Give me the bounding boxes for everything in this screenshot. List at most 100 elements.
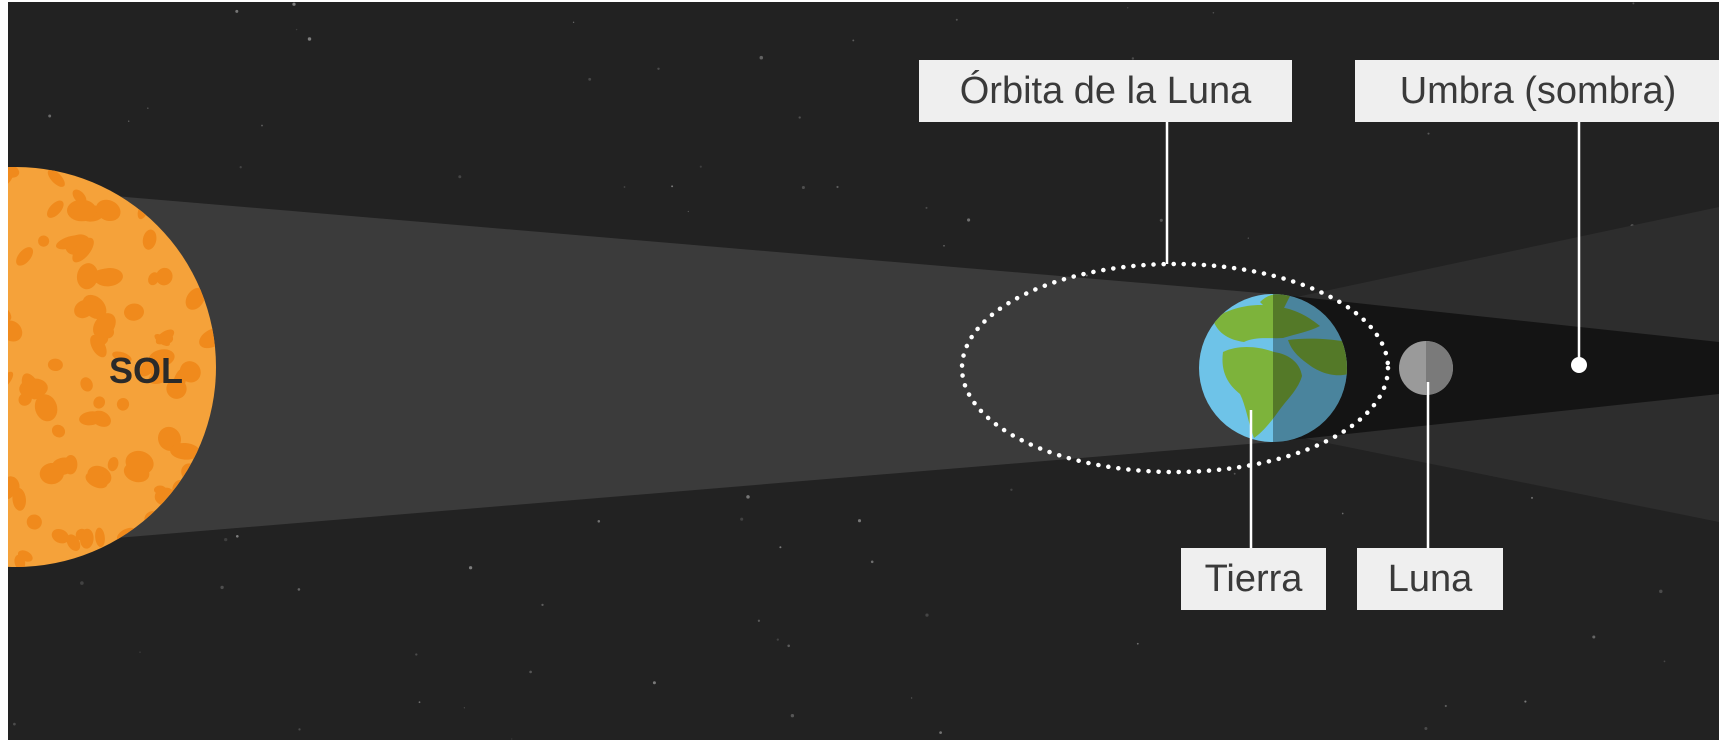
star — [1424, 726, 1428, 731]
sun-spot — [112, 351, 132, 363]
star — [1427, 132, 1430, 135]
sun-spot — [8, 371, 14, 391]
sun-spot — [154, 485, 166, 494]
earth-label: Tierra — [1181, 548, 1326, 610]
star — [925, 613, 929, 617]
star — [458, 175, 462, 179]
star — [910, 697, 913, 699]
star — [779, 546, 782, 549]
star — [1592, 635, 1596, 639]
sun-spot — [99, 324, 115, 339]
star — [699, 165, 702, 168]
star — [1233, 472, 1236, 475]
sun-spot — [79, 411, 103, 426]
sun-spot — [116, 398, 130, 411]
sun-spot — [142, 229, 157, 250]
sun-spot — [72, 237, 94, 263]
sun-spot — [80, 377, 93, 392]
sunlight-cone — [8, 187, 1273, 547]
sun-spot — [170, 442, 200, 460]
star — [1247, 237, 1249, 239]
sun-spot — [156, 267, 173, 286]
sun-spot — [107, 457, 119, 472]
sun-spot — [85, 472, 108, 489]
star — [939, 731, 942, 734]
star — [1524, 700, 1527, 703]
sun-spot — [179, 361, 201, 383]
moon-orbit-label: Órbita de la Luna — [919, 60, 1292, 122]
star — [857, 519, 862, 523]
star — [798, 116, 801, 119]
star — [623, 186, 626, 188]
star — [870, 560, 874, 564]
star — [261, 124, 263, 127]
sun-spot — [199, 327, 216, 349]
sun-spot — [47, 169, 65, 187]
star — [852, 39, 855, 42]
sun-spot — [122, 167, 145, 183]
sun-spot — [93, 396, 106, 409]
sun-spot — [116, 544, 136, 565]
star — [597, 520, 601, 523]
sun-spot — [46, 200, 64, 218]
star — [468, 566, 473, 570]
star — [1127, 7, 1129, 9]
sun-spot — [201, 167, 214, 179]
sun-spot — [26, 514, 42, 530]
sun-spot — [16, 247, 34, 266]
umbra-marker-dot — [1571, 357, 1587, 373]
star — [776, 638, 779, 641]
star — [759, 55, 764, 60]
star — [801, 185, 805, 190]
star — [787, 644, 790, 648]
star — [1444, 704, 1447, 708]
star — [955, 18, 958, 21]
sun-spot — [8, 320, 23, 342]
star — [239, 166, 242, 169]
star — [740, 517, 744, 521]
sun-spot — [74, 300, 94, 319]
star — [657, 67, 660, 71]
star — [127, 120, 130, 122]
sun-spot — [51, 424, 66, 438]
eclipse-diagram: SOL Órbita de la Luna Umbra (sombra) Tie… — [8, 2, 1719, 740]
sun-spot — [79, 528, 94, 549]
star — [1159, 218, 1163, 222]
star — [572, 21, 575, 23]
sun-spot — [95, 527, 105, 548]
star — [836, 185, 839, 189]
star — [307, 37, 312, 41]
star — [671, 185, 674, 188]
star — [418, 701, 421, 704]
star — [1530, 496, 1534, 499]
moon-orbit-path — [959, 261, 1391, 475]
star — [224, 537, 228, 542]
sun-spot — [38, 235, 50, 247]
star — [1085, 274, 1088, 277]
sun-spot — [124, 303, 144, 321]
earth-globe — [1199, 294, 1347, 442]
star — [298, 728, 301, 731]
sun-spot — [12, 487, 26, 511]
sun-spot — [94, 336, 109, 347]
sun-spot — [17, 550, 33, 562]
sun-spot — [18, 392, 32, 406]
star — [588, 77, 592, 81]
star — [511, 738, 513, 740]
sun-spot — [67, 199, 97, 222]
star — [529, 670, 532, 674]
star — [235, 9, 239, 13]
star — [295, 28, 298, 31]
star — [297, 588, 301, 591]
star — [790, 714, 795, 718]
star — [541, 603, 544, 607]
sun-spot — [51, 528, 69, 544]
star — [1341, 512, 1344, 515]
star — [1136, 642, 1139, 645]
star — [235, 534, 239, 538]
star — [1212, 12, 1215, 14]
star — [746, 495, 750, 499]
sun-spot — [51, 457, 75, 476]
star — [48, 114, 52, 118]
sun-spot — [91, 268, 121, 285]
